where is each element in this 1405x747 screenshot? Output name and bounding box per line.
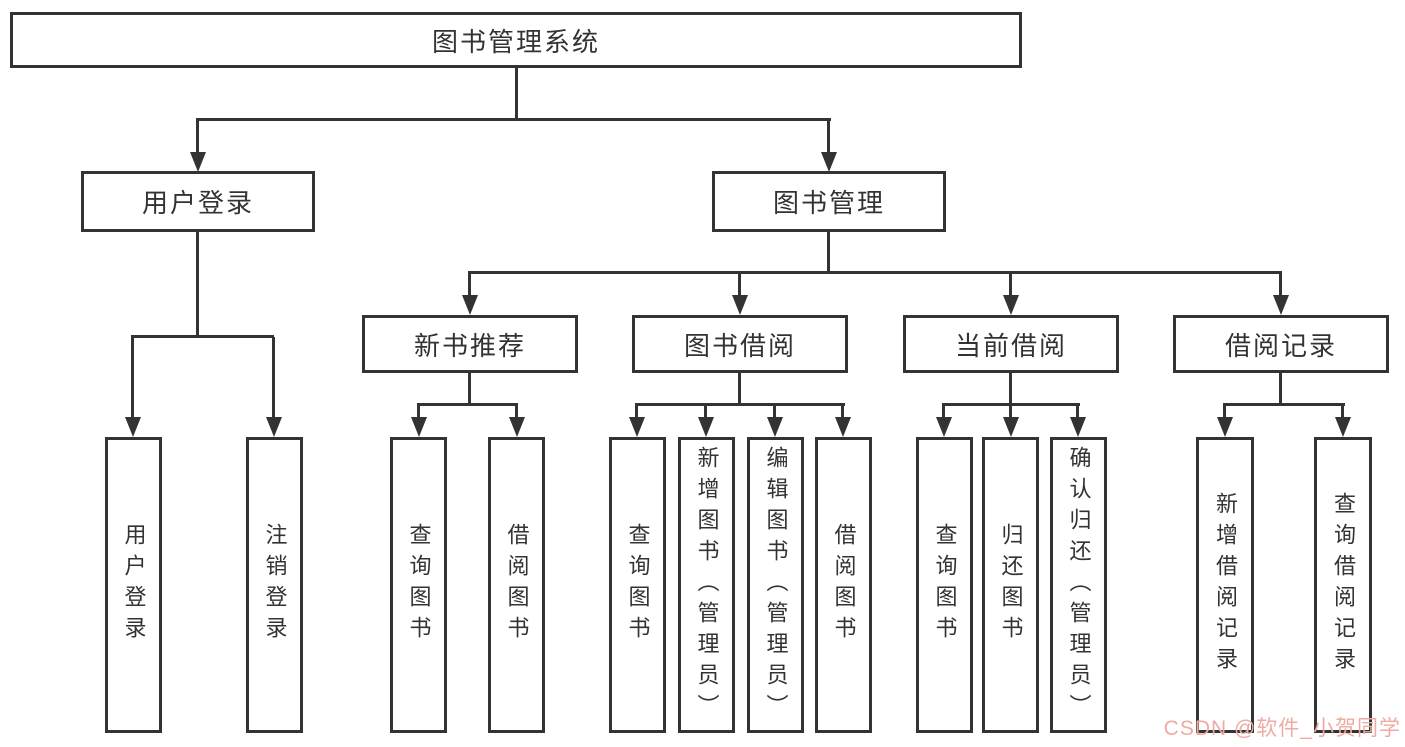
node-new-book-recommend: 新书推荐 [362, 315, 578, 373]
connector-vline [131, 337, 134, 419]
arrow-down-icon [1217, 417, 1233, 437]
leaf-label: 借阅图书 [504, 523, 530, 647]
leaf-return-books: 归还图书 [982, 437, 1039, 733]
leaf-query-borrow-record: 查询借阅记录 [1314, 437, 1372, 733]
leaf-borrow-books-recommend: 借阅图书 [488, 437, 545, 733]
leaf-label: 新增借阅记录 [1213, 492, 1238, 678]
node-book-borrow: 图书借阅 [632, 315, 848, 373]
arrow-down-icon [266, 417, 282, 437]
leaf-label: 用户登录 [121, 523, 147, 647]
arrow-down-icon [190, 152, 206, 172]
node-new-book-recommend-label: 新书推荐 [413, 330, 526, 361]
connector-hline [942, 403, 1080, 406]
connector-vline [468, 273, 471, 297]
arrow-down-icon [1273, 295, 1289, 315]
connector-vline [841, 405, 844, 419]
connector-hline [131, 335, 274, 338]
arrow-down-icon [835, 417, 851, 437]
connector-vline [1279, 273, 1282, 297]
connector-hline [1223, 403, 1345, 406]
connector-vline [942, 405, 945, 419]
node-library-system: 图书管理系统 [10, 12, 1022, 68]
leaf-add-borrow-record: 新增借阅记录 [1196, 437, 1254, 733]
arrow-down-icon [1003, 417, 1019, 437]
connector-vline [635, 405, 638, 419]
leaf-label: 确认归还（管理员） [1066, 445, 1092, 725]
node-book-management-label: 图书管理 [772, 188, 885, 218]
node-current-borrow-label: 当前借阅 [954, 330, 1067, 361]
connector-vline [1279, 373, 1282, 406]
connector-vline [827, 120, 830, 154]
node-book-management: 图书管理 [712, 171, 946, 232]
node-borrow-records-label: 借阅记录 [1224, 330, 1337, 361]
arrow-down-icon [509, 417, 525, 437]
connector-vline [196, 120, 199, 154]
csdn-watermark: CSDN @软件_小贺同学 [1163, 717, 1401, 740]
arrow-down-icon [1003, 295, 1019, 315]
node-library-system-label: 图书管理系统 [431, 26, 600, 57]
leaf-query-books-borrow: 查询图书 [609, 437, 666, 733]
connector-vline [704, 405, 707, 419]
node-user-login-label: 用户登录 [141, 188, 254, 218]
connector-hline [417, 403, 518, 406]
arrow-down-icon [1070, 417, 1086, 437]
leaf-user-login: 用户登录 [105, 437, 162, 733]
leaf-label: 查询借阅记录 [1331, 492, 1356, 678]
connector-hline [468, 271, 1282, 274]
arrow-down-icon [462, 295, 478, 315]
leaf-label: 编辑图书（管理员） [763, 445, 789, 725]
connector-vline [417, 405, 420, 419]
leaf-borrow-books: 借阅图书 [815, 437, 872, 733]
arrow-down-icon [1335, 417, 1351, 437]
arrow-down-icon [767, 417, 783, 437]
leaf-add-books-admin: 新增图书（管理员） [678, 437, 735, 733]
arrow-down-icon [821, 152, 837, 172]
connector-vline [773, 405, 776, 419]
connector-vline [515, 405, 518, 419]
leaf-label: 新增图书（管理员） [694, 445, 720, 725]
connector-vline [515, 68, 518, 120]
leaf-label: 注销登录 [262, 523, 288, 647]
connector-vline [272, 337, 275, 419]
leaf-query-books-current: 查询图书 [916, 437, 973, 733]
leaf-label: 查询图书 [932, 523, 958, 647]
leaf-label: 查询图书 [625, 523, 651, 647]
arrow-down-icon [732, 295, 748, 315]
node-book-borrow-label: 图书借阅 [683, 330, 796, 361]
connector-vline [1009, 373, 1012, 406]
connector-hline [635, 403, 845, 406]
connector-vline [468, 373, 471, 406]
connector-vline [1009, 273, 1012, 297]
connector-vline [738, 273, 741, 297]
arrow-down-icon [936, 417, 952, 437]
leaf-label: 借阅图书 [831, 523, 857, 647]
arrow-down-icon [698, 417, 714, 437]
connector-vline [1223, 405, 1226, 419]
leaf-label: 查询图书 [406, 523, 432, 647]
connector-hline [196, 118, 831, 121]
leaf-query-books-recommend: 查询图书 [390, 437, 447, 733]
connector-vline [738, 373, 741, 406]
arrow-down-icon [411, 417, 427, 437]
leaf-edit-books-admin: 编辑图书（管理员） [747, 437, 804, 733]
connector-vline [827, 232, 830, 274]
connector-vline [1341, 405, 1344, 419]
connector-vline [196, 232, 199, 338]
node-borrow-records: 借阅记录 [1173, 315, 1389, 373]
connector-vline [1076, 405, 1079, 419]
node-user-login: 用户登录 [81, 171, 315, 232]
leaf-logout: 注销登录 [246, 437, 303, 733]
leaf-confirm-return-admin: 确认归还（管理员） [1050, 437, 1107, 733]
arrow-down-icon [629, 417, 645, 437]
leaf-label: 归还图书 [998, 523, 1024, 647]
arrow-down-icon [125, 417, 141, 437]
connector-vline [1009, 405, 1012, 419]
node-current-borrow: 当前借阅 [903, 315, 1119, 373]
